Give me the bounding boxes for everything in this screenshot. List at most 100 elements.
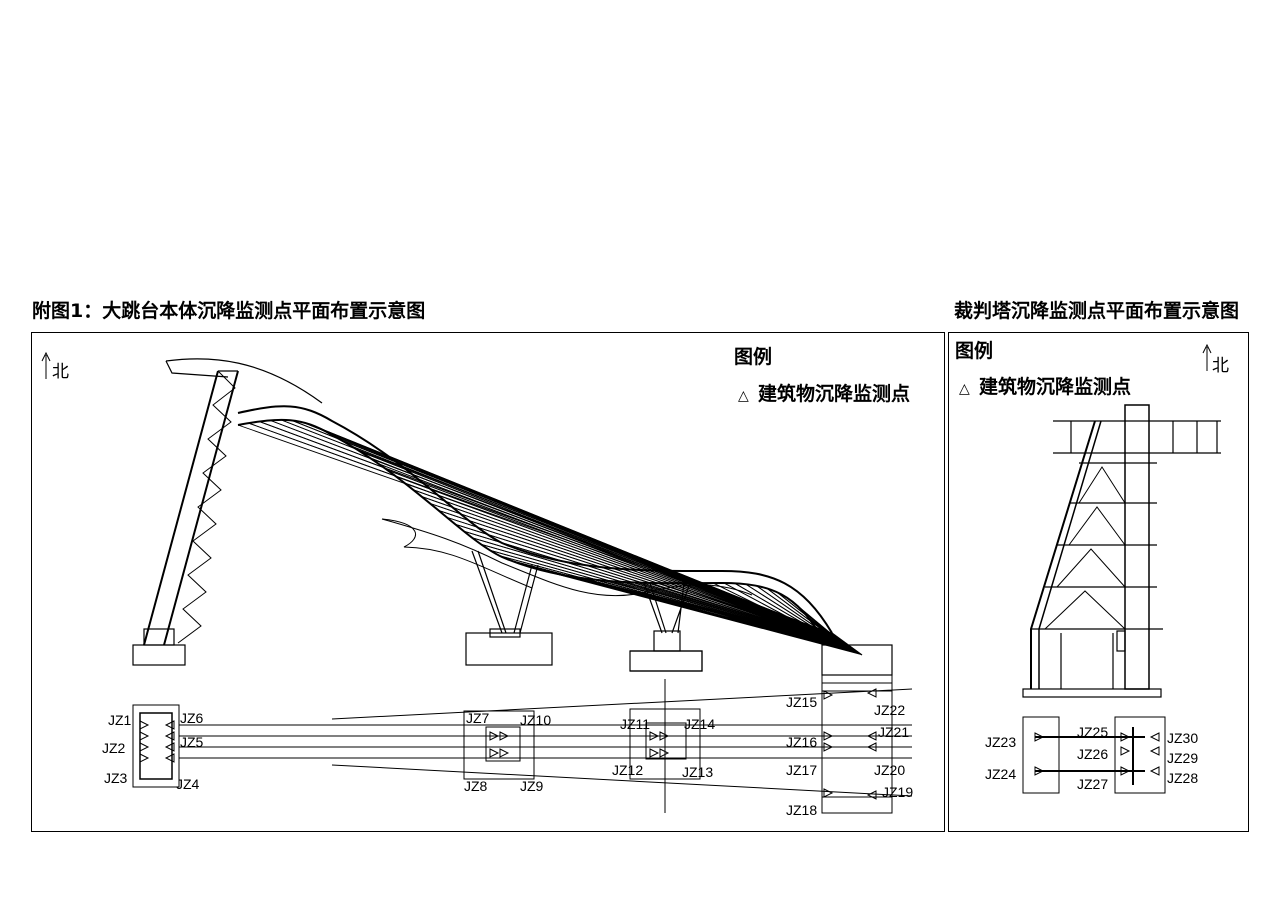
monitoring-point-marker	[139, 720, 150, 730]
monitoring-point-marker	[1034, 732, 1045, 742]
legend-triangle-icon: △	[959, 380, 970, 396]
truss-diagonal	[430, 503, 852, 648]
monitoring-point-marker	[659, 731, 670, 741]
truss-diagonal	[332, 434, 842, 641]
monitoring-point-marker	[823, 731, 834, 741]
point-label: JZ11	[620, 716, 650, 732]
point-label: JZ18	[786, 802, 817, 818]
tower-brace	[1044, 590, 1126, 630]
monitoring-point-marker	[164, 753, 175, 763]
north-arrow: 北	[1202, 343, 1229, 376]
monitoring-point-marker	[139, 753, 150, 763]
point-label: JZ28	[1167, 770, 1198, 786]
monitoring-point-marker	[489, 731, 500, 741]
point-label: JZ23	[985, 734, 1016, 750]
monitoring-point-marker	[139, 731, 150, 741]
point-label: JZ13	[682, 764, 713, 780]
monitoring-point-marker	[823, 742, 834, 752]
point-label: JZ26	[1077, 746, 1108, 762]
point-label: JZ30	[1167, 730, 1198, 746]
monitoring-labels-left: JZ1 JZ2 JZ3 JZ4 JZ5 JZ6 JZ7 JZ8 JZ9 JZ10…	[102, 694, 913, 818]
ski-jump-plan	[132, 679, 913, 814]
truss-diagonal	[341, 440, 843, 641]
legend: 图例 △ 建筑物沉降监测点	[955, 339, 1131, 398]
monitoring-point-marker	[823, 788, 834, 798]
monitoring-point-marker	[1149, 766, 1160, 776]
point-label: JZ5	[180, 734, 204, 750]
point-label: JZ21	[878, 724, 909, 740]
referee-tower-drawing: 图例 △ 建筑物沉降监测点 北	[955, 339, 1229, 794]
point-label: JZ2	[102, 740, 126, 756]
point-label: JZ20	[874, 762, 905, 778]
truss-diagonal	[658, 582, 836, 645]
monitoring-point-marker	[1149, 746, 1160, 756]
point-label: JZ4	[176, 776, 200, 792]
point-label: JZ14	[684, 716, 715, 732]
tower-elevation	[1022, 404, 1221, 698]
monitoring-point-marker	[659, 748, 670, 758]
monitoring-point-marker	[1120, 766, 1131, 776]
monitoring-point-marker	[139, 742, 150, 752]
legend: 图例 △ 建筑物沉降监测点	[734, 345, 910, 405]
monitoring-point-marker	[499, 731, 510, 741]
referee-tower-panel: 图例 △ 建筑物沉降监测点 北	[948, 332, 1249, 832]
point-label: JZ3	[104, 770, 128, 786]
monitoring-point-marker	[1120, 746, 1131, 756]
truss-diagonal	[387, 469, 848, 645]
point-label: JZ29	[1167, 750, 1198, 766]
monitoring-point-marker	[649, 731, 660, 741]
monitoring-point-marker	[489, 748, 500, 758]
legend-item-label: 建筑物沉降监测点	[979, 375, 1131, 398]
north-arrow: 北	[41, 351, 69, 382]
truss-diagonal	[369, 457, 846, 643]
monitoring-point-marker	[866, 688, 877, 698]
north-label: 北	[1212, 356, 1229, 376]
point-label: JZ17	[786, 762, 817, 778]
monitoring-point-marker	[164, 742, 175, 752]
monitoring-point-marker	[866, 790, 877, 800]
point-label: JZ9	[520, 778, 544, 794]
ski-jump-elevation	[132, 358, 893, 813]
ski-jump-drawing: 北 图例 △ 建筑物沉降监测点	[41, 345, 913, 818]
monitoring-point-marker	[823, 690, 834, 700]
monitoring-point-marker	[499, 748, 510, 758]
monitoring-point-marker	[1120, 732, 1131, 742]
monitoring-point-marker	[1034, 766, 1045, 776]
monitoring-triangles-right	[1034, 732, 1160, 776]
legend-triangle-icon: △	[738, 387, 749, 403]
ski-jump-panel: 北 图例 △ 建筑物沉降监测点	[31, 332, 945, 832]
north-label: 北	[52, 362, 69, 382]
left-diagram-title: 附图1：大跳台本体沉降监测点平面布置示意图	[32, 300, 426, 322]
truss-diagonal	[351, 445, 844, 642]
legend-title: 图例	[955, 339, 993, 362]
truss-diagonal	[395, 476, 849, 646]
point-label: JZ12	[612, 762, 643, 778]
truss-diagonal	[360, 451, 845, 643]
point-label: JZ24	[985, 766, 1016, 782]
monitoring-labels-right: JZ23 JZ24 JZ25 JZ26 JZ27 JZ28 JZ29 JZ30	[985, 724, 1198, 792]
point-label: JZ16	[786, 734, 817, 750]
tower-brace	[1068, 506, 1126, 546]
right-diagram-title: 裁判塔沉降监测点平面布置示意图	[954, 300, 1240, 322]
point-label: JZ1	[108, 712, 132, 728]
legend-item-label: 建筑物沉降监测点	[758, 382, 910, 405]
tower-brace	[1078, 466, 1126, 504]
monitoring-point-marker	[866, 731, 877, 741]
point-label: JZ6	[180, 710, 204, 726]
point-label: JZ25	[1077, 724, 1108, 740]
monitoring-point-marker	[164, 731, 175, 741]
point-label: JZ8	[464, 778, 488, 794]
truss-diagonal	[669, 582, 837, 645]
point-label: JZ7	[466, 710, 490, 726]
point-label: JZ19	[882, 784, 913, 800]
monitoring-point-marker	[164, 720, 175, 730]
monitoring-point-marker	[866, 742, 877, 752]
point-label: JZ10	[520, 712, 551, 728]
monitoring-point-marker	[1149, 732, 1160, 742]
truss-diagonal	[509, 559, 861, 655]
tower-brace	[1056, 548, 1126, 588]
point-label: JZ22	[874, 702, 905, 718]
monitoring-point-marker	[649, 748, 660, 758]
tower-plan	[1022, 716, 1166, 794]
point-label: JZ27	[1077, 776, 1108, 792]
